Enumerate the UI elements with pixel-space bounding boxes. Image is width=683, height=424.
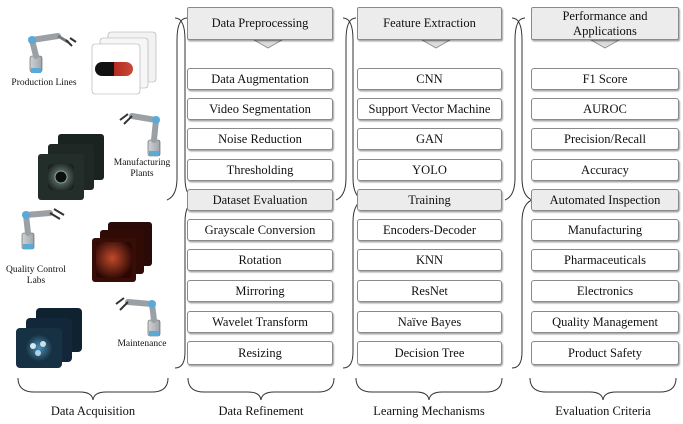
arrow-learning bbox=[420, 39, 452, 49]
brace-learning bbox=[355, 377, 503, 401]
evaluation-item: Product Safety bbox=[531, 341, 679, 365]
header-data-preprocessing: Data Preprocessing bbox=[187, 7, 333, 40]
learning-item: KNN bbox=[357, 249, 502, 271]
refinement-item: Rotation bbox=[187, 249, 333, 271]
evaluation-item: Electronics bbox=[531, 280, 679, 302]
robot-arm-icon bbox=[115, 297, 161, 337]
subheader-automated-inspection: Automated Inspection bbox=[531, 189, 679, 211]
refinement-item: Video Segmentation bbox=[187, 98, 333, 120]
site-label-maintenance: Maintenance bbox=[117, 339, 167, 349]
texture-image-stack bbox=[92, 222, 152, 282]
gear-image-stack bbox=[38, 134, 104, 200]
bottom-braces bbox=[17, 377, 677, 401]
site-label-production-lines: Production Lines bbox=[11, 78, 77, 88]
robot-arm-icon bbox=[21, 208, 65, 250]
evaluation-item: Manufacturing bbox=[531, 219, 679, 241]
column-label-data-acquisition: Data Acquisition bbox=[50, 404, 136, 418]
learning-item: ResNet bbox=[357, 280, 502, 302]
evaluation-item: Pharmaceuticals bbox=[531, 249, 679, 271]
robot-arm-icon bbox=[28, 33, 77, 73]
circuit-image-stack bbox=[16, 308, 82, 368]
capsule-image-stack bbox=[91, 31, 157, 95]
learning-item: CNN bbox=[357, 68, 502, 90]
evaluation-item: AUROC bbox=[531, 98, 679, 120]
learning-item: Decision Tree bbox=[357, 341, 502, 365]
refinement-item: Mirroring bbox=[187, 280, 333, 302]
robot-arm-icon bbox=[119, 113, 161, 157]
column-label-learning-mechanisms: Learning Mechanisms bbox=[373, 404, 485, 418]
evaluation-item: Accuracy bbox=[531, 159, 679, 181]
header-performance-applications: Performance and Applications bbox=[531, 7, 679, 40]
subheader-training: Training bbox=[357, 189, 502, 211]
brace-refinement bbox=[187, 377, 335, 401]
header-feature-extraction: Feature Extraction bbox=[357, 7, 502, 40]
learning-item: GAN bbox=[357, 128, 502, 150]
bracket-left-learning bbox=[335, 17, 357, 201]
header-arrows bbox=[252, 39, 621, 49]
evaluation-item: F1 Score bbox=[531, 68, 679, 90]
subheader-dataset-evaluation: Dataset Evaluation bbox=[187, 189, 333, 211]
refinement-item: Wavelet Transform bbox=[187, 311, 333, 333]
column-label-data-refinement: Data Refinement bbox=[218, 404, 304, 418]
column-label-evaluation-criteria: Evaluation Criteria bbox=[555, 404, 651, 418]
refinement-item: Data Augmentation bbox=[187, 68, 333, 90]
bracket-left-refinement bbox=[166, 17, 188, 201]
arrow-evaluation bbox=[589, 39, 621, 49]
bracket-left-evaluation bbox=[504, 17, 526, 201]
refinement-item: Thresholding bbox=[187, 159, 333, 181]
refinement-item: Grayscale Conversion bbox=[187, 219, 333, 241]
site-label-quality-control-labs: Quality Control Labs bbox=[6, 265, 66, 286]
site-label-manufacturing-plants: Manufacturing Plants bbox=[113, 158, 171, 179]
learning-item: Encoders-Decoder bbox=[357, 219, 502, 241]
arrow-refinement bbox=[252, 39, 284, 49]
evaluation-item: Precision/Recall bbox=[531, 128, 679, 150]
brace-acquisition bbox=[17, 377, 169, 401]
brace-evaluation bbox=[529, 377, 677, 401]
refinement-item: Noise Reduction bbox=[187, 128, 333, 150]
learning-item: Naïve Bayes bbox=[357, 311, 502, 333]
refinement-item: Resizing bbox=[187, 341, 333, 365]
evaluation-item: Quality Management bbox=[531, 311, 679, 333]
learning-item: Support Vector Machine bbox=[357, 98, 502, 120]
learning-item: YOLO bbox=[357, 159, 502, 181]
